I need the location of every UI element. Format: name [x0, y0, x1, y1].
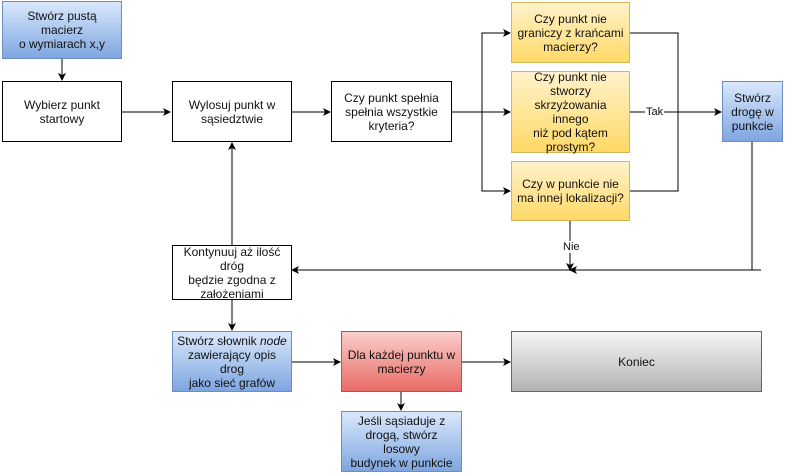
edge-border-to-merge	[630, 32, 679, 112]
node-node-dictionary: Stwórz słownik node zawierający opis dro…	[172, 331, 292, 392]
node-text-line: Koniec	[618, 354, 655, 369]
node-text-line: kryteria?	[368, 118, 415, 133]
node-text-line: startowy	[39, 111, 85, 126]
node-text-line: Czy w punkcie nie	[522, 177, 619, 191]
node-text-line: skrzyżowania innego	[534, 98, 607, 126]
node-text-line: sąsiedztwie	[200, 111, 264, 126]
node-text-line: drogą, stwórz losowy	[365, 427, 438, 456]
node-text-line: macierzy?	[543, 39, 598, 54]
node-text-plain: Stwórz słownik	[177, 333, 260, 348]
node-text-line: Wylosuj punkt w	[188, 97, 276, 112]
node-question-border: Czy punkt nie graniczy z krańcami macier…	[511, 2, 630, 63]
node-text-line: macierzy	[377, 361, 426, 376]
node-text-line: Wybierz punkt	[24, 97, 100, 112]
node-text-line: Stwórz słownik node	[177, 334, 287, 348]
edge-criteria-to-border	[452, 29, 511, 113]
node-text-line: Kontynuuj aż ilość dróg	[183, 244, 281, 273]
node-text-line: Dla każdej punktu w	[347, 347, 456, 362]
node-text-italic: node	[259, 333, 287, 348]
node-text-line: niż pod kątem	[533, 126, 608, 140]
node-question-location: Czy w punkcie nie ma innej lokalizacji?	[511, 161, 630, 221]
node-text-line: spełnia wszystkie	[345, 104, 438, 119]
edge-road-down	[751, 142, 761, 271]
node-text-line: Stwórz	[734, 90, 771, 105]
node-for-each-point: Dla każdej punktu w macierzy	[341, 331, 462, 392]
node-continue: Kontynuuj aż ilość dróg będzie zgodna z …	[172, 244, 292, 301]
node-text-line: prostym?	[545, 140, 596, 154]
node-text-line: Jeśli sąsiaduje z	[357, 413, 446, 428]
node-text-line: będzie zgodna z	[188, 272, 276, 287]
node-choose-start: Wybierz punkt startowy	[2, 81, 122, 142]
node-check-criteria: Czy punkt spełnia spełnia wszystkie kryt…	[331, 81, 452, 142]
node-create-road: Stwórz drogę w punkcie	[722, 81, 783, 142]
node-text-line: budynek w punkcie	[350, 455, 453, 470]
node-text-line: założeniami	[200, 286, 264, 301]
node-text-line: Czy punkt nie	[534, 70, 607, 84]
edge-label-yes: Tak	[645, 106, 665, 118]
node-text-line: ma innej lokalizacji?	[517, 191, 624, 205]
node-create-matrix: Stwórz pustą macierz o wymiarach x,y	[2, 1, 122, 59]
edge-label-no: Nie	[562, 241, 581, 253]
node-text-line: o wymiarach x,y	[18, 37, 106, 51]
node-text-line: Czy punkt nie	[534, 11, 607, 26]
node-text-line: graniczy z krańcami	[517, 25, 624, 40]
node-create-building: Jeśli sąsiaduje z drogą, stwórz losowy b…	[341, 411, 462, 472]
node-question-intersection: Czy punkt nie stworzy skrzyżowania inneg…	[511, 70, 630, 154]
edge-location-to-merge	[630, 112, 679, 192]
node-draw-point: Wylosuj punkt w sąsiedztwie	[172, 81, 292, 142]
node-text-line: jako sieć grafów	[188, 375, 276, 390]
node-end: Koniec	[511, 331, 762, 392]
node-text-line: Czy punkt spełnia	[344, 90, 439, 105]
node-text-line: drogę w	[731, 104, 774, 119]
node-text-line: Stwórz pustą macierz	[27, 9, 97, 37]
edge-criteria-to-location	[481, 112, 511, 195]
node-text-line: punkcie	[731, 118, 774, 133]
node-text-line: zawierający opis drog	[187, 347, 277, 376]
node-text-line: stworzy	[550, 84, 591, 98]
